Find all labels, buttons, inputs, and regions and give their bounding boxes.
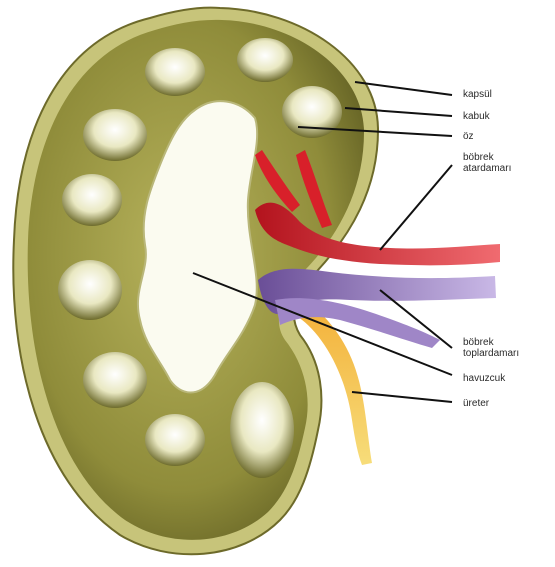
label-ureter: üreter (463, 398, 489, 409)
pyramid (230, 382, 294, 478)
pyramid (237, 38, 293, 82)
label-bobrek-toplardamari: böbrek toplardamarı (463, 337, 519, 359)
pyramid (62, 174, 122, 226)
label-bobrek-atardamari-line2: atardamarı (463, 163, 511, 174)
label-bobrek-toplardamari-line2: toplardamarı (463, 348, 519, 359)
pyramid (83, 109, 147, 161)
label-oz: öz (463, 131, 474, 142)
label-bobrek-atardamari-line1: böbrek (463, 152, 511, 163)
label-kapsul: kapsül (463, 89, 492, 100)
pyramid (58, 260, 122, 320)
leader-line-ureter (352, 392, 452, 402)
pyramid (282, 86, 342, 138)
label-bobrek-atardamari: böbrek atardamarı (463, 152, 511, 174)
pyramid (145, 48, 205, 96)
pyramid (145, 414, 205, 466)
pyramid (83, 352, 147, 408)
label-bobrek-toplardamari-line1: böbrek (463, 337, 519, 348)
label-havuzcuk: havuzcuk (463, 373, 505, 384)
leader-line-atardamar (380, 165, 452, 250)
label-kabuk: kabuk (463, 111, 490, 122)
